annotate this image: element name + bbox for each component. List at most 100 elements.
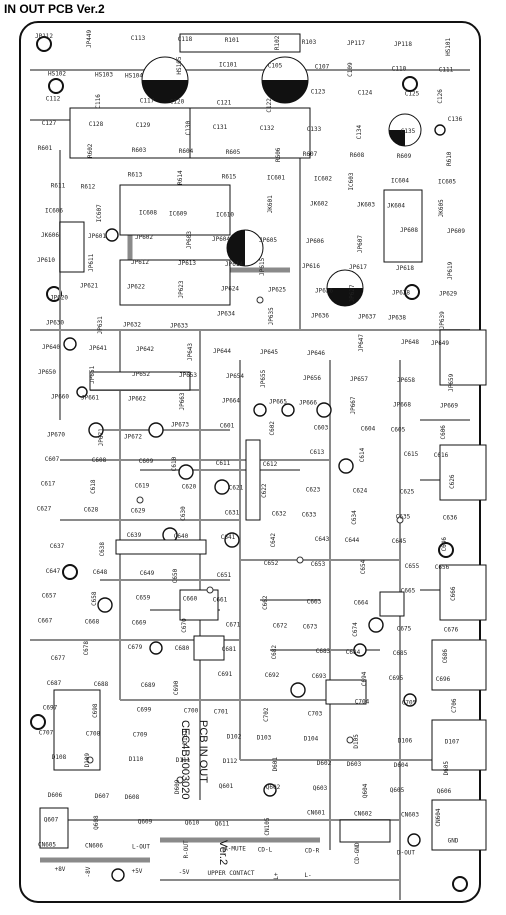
component-label: HS105 (176, 56, 183, 74)
component-label: JP627 (349, 284, 356, 302)
component-label: JP631 (97, 316, 104, 334)
component-label: D102 (227, 733, 242, 740)
component-label: C602 (269, 421, 276, 436)
component-label: R615 (222, 174, 237, 181)
component-label: C683 (316, 648, 331, 655)
component-label: JP613 (178, 260, 196, 267)
component-label: C662 (262, 595, 269, 610)
component-label: JP641 (89, 345, 107, 352)
component-label: C671 (226, 622, 241, 629)
component-label: JP620 (50, 295, 68, 302)
component-label: C613 (310, 449, 325, 456)
component-label: JP614 (225, 261, 243, 268)
component-label: C109 (347, 62, 354, 77)
component-label: C692 (265, 672, 280, 679)
component-label: JK604 (387, 202, 405, 209)
component-label: C708 (86, 730, 101, 737)
component-label: D604 (394, 762, 409, 769)
component-label: C681 (222, 646, 237, 653)
component-label: R612 (81, 184, 96, 191)
component-label: C122 (266, 98, 273, 113)
component-label: JP609 (447, 228, 465, 235)
component-label: C691 (218, 671, 233, 678)
component-label: C673 (303, 624, 318, 631)
component-label: C684 (346, 649, 361, 656)
component-label: C633 (302, 512, 317, 519)
component-label: JK602 (310, 200, 328, 207)
component-label: JP637 (358, 313, 376, 320)
component-label: D109 (84, 753, 91, 768)
component-label: R614 (177, 170, 184, 185)
component-label: C622 (261, 483, 268, 498)
component-label: JP671 (98, 428, 105, 446)
component-label: JP663 (179, 392, 186, 410)
component-label: C707 (39, 729, 54, 736)
component-label: CD-L (258, 846, 273, 853)
component-label: C639 (127, 532, 142, 539)
component-label: JP606 (306, 238, 324, 245)
component-label: C675 (397, 626, 412, 633)
component-label: JP611 (88, 253, 95, 271)
component-label: C656 (435, 564, 450, 571)
component-label: R103 (302, 39, 317, 46)
board-version: Ver.2 (217, 840, 229, 865)
component-label: C652 (264, 560, 279, 567)
component-label: C643 (315, 536, 330, 543)
component-label: JP601 (88, 233, 106, 240)
component-label: C126 (437, 89, 444, 104)
component-label: C641 (221, 534, 236, 541)
component-label: C612 (263, 461, 278, 468)
component-label: R613 (128, 172, 143, 179)
component-label: C686 (442, 649, 449, 664)
component-label: C135 (401, 128, 416, 135)
component-label: D606 (48, 792, 63, 799)
component-label: CD-GND (354, 842, 361, 864)
component-label: UPPER CONTACT (208, 870, 255, 877)
rca-jacks (431, 329, 487, 851)
component-label: C680 (175, 645, 190, 652)
component-label: C676 (444, 627, 459, 634)
component-label: -8V (85, 866, 92, 877)
component-label: JP664 (222, 398, 240, 405)
component-pads (63, 124, 446, 882)
component-label: D107 (445, 738, 460, 745)
component-label: JP608 (400, 227, 418, 234)
component-label: +5V (132, 868, 143, 875)
component-label: D608 (125, 794, 140, 801)
component-label: C701 (214, 709, 229, 716)
component-label: C627 (37, 506, 52, 513)
component-label: C606 (440, 425, 447, 440)
component-label: C111 (439, 67, 454, 74)
component-label: D106 (398, 737, 413, 744)
component-label: C610 (171, 456, 178, 471)
component-label: Q603 (313, 785, 328, 792)
component-label: CN601 (307, 810, 325, 817)
component-label: D104 (304, 735, 319, 742)
component-label: C661 (213, 597, 228, 604)
component-label: JP647 (358, 334, 365, 352)
component-label: C664 (354, 600, 369, 607)
component-label: JP659 (448, 373, 455, 391)
component-label: C694 (361, 671, 368, 686)
component-label: C704 (355, 699, 370, 706)
component-label: R609 (397, 153, 412, 160)
component-label: JP610 (37, 257, 55, 264)
component-label: JP662 (128, 396, 146, 403)
component-label: GND (448, 837, 459, 844)
component-label: JP625 (268, 287, 286, 294)
component-label: Q604 (362, 783, 369, 798)
component-label: JP667 (350, 396, 357, 414)
component-label: R606 (275, 147, 282, 162)
component-label: Q610 (185, 820, 200, 827)
component-label: C116 (95, 94, 102, 109)
component-label: C690 (173, 680, 180, 695)
component-label: C607 (45, 456, 60, 463)
component-label: JP632 (123, 321, 141, 328)
component-label: R607 (303, 151, 318, 158)
component-label: C107 (315, 64, 330, 71)
component-label: D101 (182, 730, 189, 745)
component-label: C136 (448, 116, 463, 123)
component-label: C626 (449, 474, 456, 489)
component-label: C659 (136, 595, 151, 602)
